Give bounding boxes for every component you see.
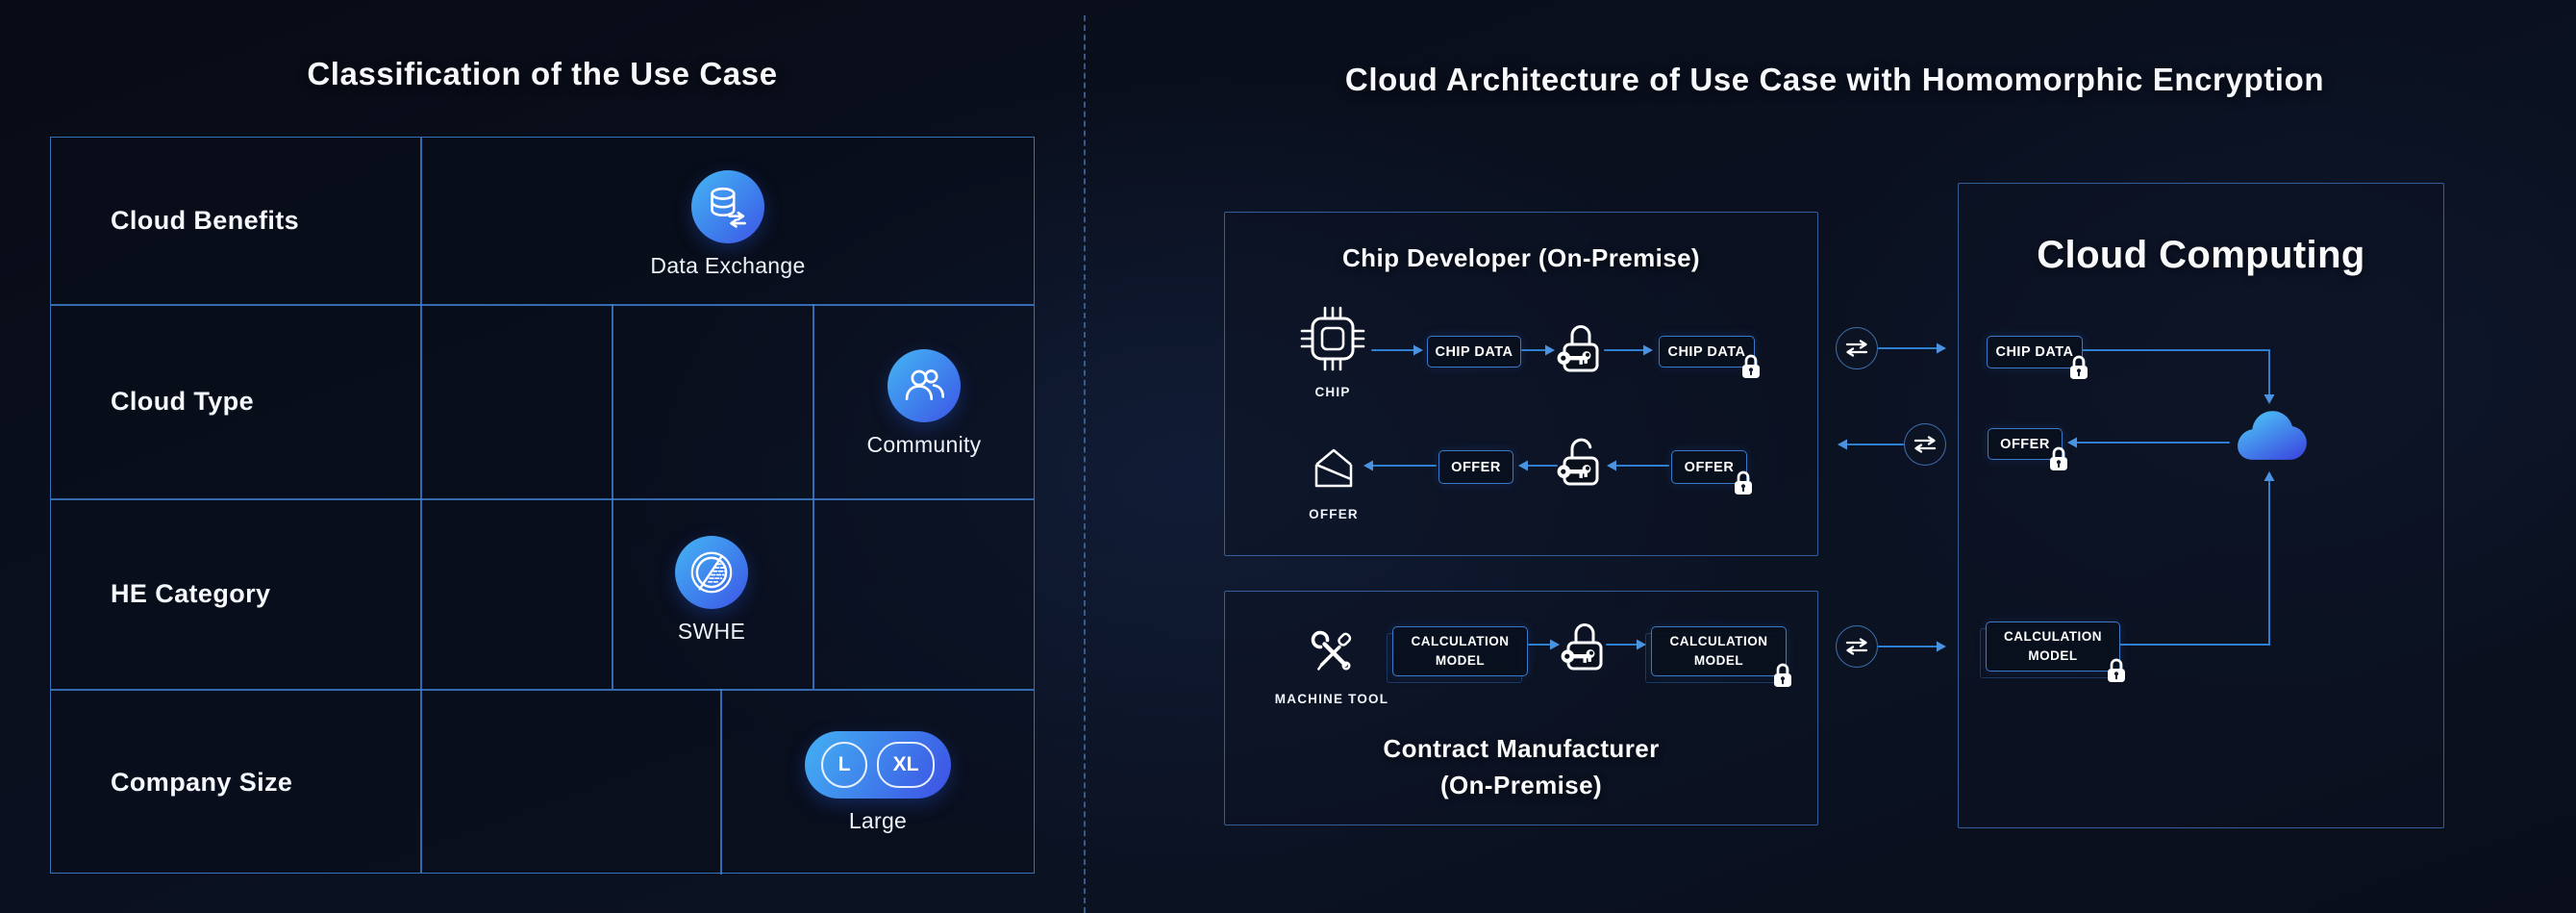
offer-box-plain: OFFER — [1438, 450, 1513, 484]
calculation-line: CALCULATION — [1411, 633, 1510, 648]
large-caption: Large — [848, 808, 908, 833]
exchange-icon — [1836, 327, 1878, 369]
chip-developer-box: Chip Developer (On-Premise) CHIP CHIP DA… — [1224, 212, 1818, 556]
model-line: MODEL — [1693, 653, 1744, 668]
calculation-line: CALCULATION — [1669, 633, 1768, 648]
chip-data-box-encrypted: CHIP DATA — [1659, 336, 1755, 368]
row-label-cloud-benefits: Cloud Benefits — [111, 206, 300, 235]
row-divider — [51, 689, 1034, 691]
swhe-icon — [675, 536, 748, 609]
lock-badge-icon — [1771, 661, 1794, 690]
cloud-computing-box: Cloud Computing CHIP DATA OFFER CALCULAT… — [1958, 183, 2444, 828]
model-line: MODEL — [1435, 653, 1486, 668]
exchange-icon — [1836, 625, 1878, 668]
row-label-cloud-type: Cloud Type — [111, 387, 254, 416]
calculation-model-box-encrypted: CALCULATION MODEL — [1645, 626, 1787, 676]
badge-l: L — [821, 742, 867, 788]
contract-manufacturer-box: MACHINE TOOL CALCULATION MODEL CALCULATI… — [1224, 591, 1818, 825]
chip-data-label: CHIP DATA — [1667, 343, 1746, 360]
left-panel-title: Classification of the Use Case — [307, 56, 778, 91]
row-divider — [51, 304, 1034, 306]
offer-label: OFFER — [1684, 459, 1735, 475]
chip-caption: CHIP — [1314, 385, 1351, 399]
offer-label: OFFER — [2000, 436, 2050, 452]
contract-manufacturer-title-line1: Contract Manufacturer — [1383, 734, 1660, 763]
lock-badge-icon — [1739, 352, 1763, 381]
lock-key-open-icon — [1557, 428, 1605, 490]
data-exchange-caption: Data Exchange — [650, 253, 806, 278]
row-label-company-size: Company Size — [111, 768, 293, 797]
cloud-chip-data-box: CHIP DATA — [1987, 336, 2083, 368]
chip-icon — [1296, 302, 1369, 375]
cloud-icon — [2228, 406, 2316, 466]
exchange-icon — [1904, 423, 1946, 466]
lock-key-closed-icon — [1557, 318, 1605, 376]
cell-divider — [813, 304, 814, 689]
cell-divider — [720, 689, 722, 875]
data-exchange-icon — [691, 170, 764, 243]
company-size-badges: L XL — [805, 731, 951, 799]
row-divider — [51, 498, 1034, 500]
chip-data-box-plain: CHIP DATA — [1427, 336, 1521, 368]
lock-key-closed-icon — [1561, 617, 1609, 674]
lock-badge-icon — [2047, 444, 2070, 473]
cell-community: Community — [809, 349, 1039, 458]
cell-company-size-large: L XL Large — [763, 731, 993, 834]
cloud-offer-box: OFFER — [1988, 428, 2063, 460]
classification-table: Cloud Benefits Cloud Type HE Category Co… — [50, 137, 1035, 875]
lock-badge-icon — [1732, 469, 1755, 497]
offer-box-encrypted: OFFER — [1671, 450, 1747, 484]
envelope-icon — [1310, 445, 1358, 490]
chip-developer-title: Chip Developer (On-Premise) — [1342, 243, 1700, 272]
swhe-caption: SWHE — [677, 619, 746, 644]
cell-data-exchange: Data Exchange — [613, 170, 843, 279]
row-label-he-category: HE Category — [111, 579, 271, 608]
cell-divider — [612, 304, 613, 689]
cloud-computing-title: Cloud Computing — [2037, 234, 2365, 276]
column-divider — [420, 138, 422, 873]
offer-caption: OFFER — [1309, 507, 1359, 521]
cell-swhe: SWHE — [596, 536, 827, 645]
cloud-calculation-model-box: CALCULATION MODEL — [1980, 621, 2120, 672]
badge-xl: XL — [877, 742, 935, 788]
lock-badge-icon — [2105, 656, 2128, 685]
contract-manufacturer-title-line2: (On-Premise) — [1439, 771, 1603, 799]
model-line: MODEL — [2028, 648, 2078, 663]
right-panel-title: Cloud Architecture of Use Case with Homo… — [1344, 62, 2325, 97]
panel-divider — [1084, 15, 1086, 913]
calculation-line: CALCULATION — [2004, 628, 2102, 644]
chip-data-label: CHIP DATA — [1995, 344, 2074, 360]
community-caption: Community — [866, 432, 982, 457]
calculation-model-box-plain: CALCULATION MODEL — [1387, 626, 1528, 683]
lock-badge-icon — [2067, 353, 2090, 382]
machine-tool-icon — [1308, 627, 1356, 675]
community-icon — [888, 349, 961, 422]
machine-tool-caption: MACHINE TOOL — [1274, 692, 1389, 706]
